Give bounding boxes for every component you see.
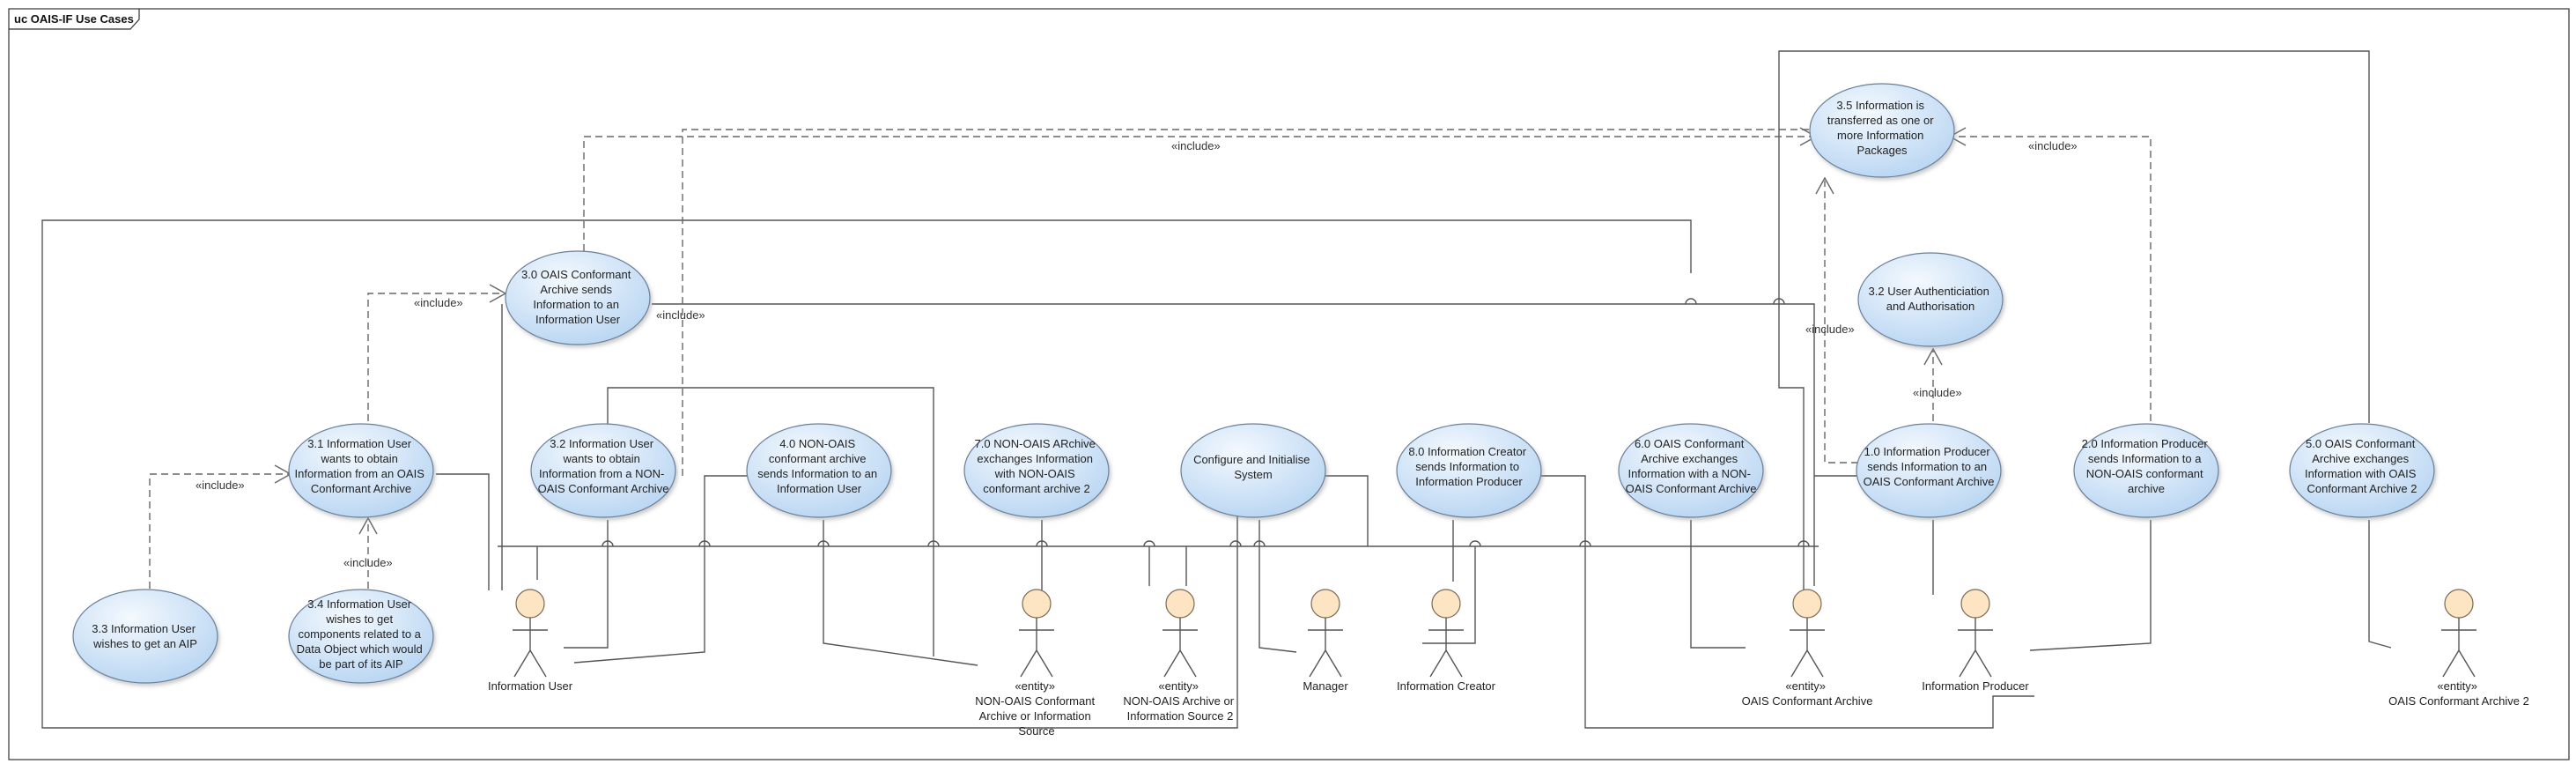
use-case-8-0[interactable]: 8.0 Information Creator sends Informatio… (1396, 423, 1542, 518)
include-label-3-3: «include» (196, 478, 245, 492)
actor-manager[interactable]: Manager (1303, 589, 1348, 693)
use-case-3-2-label: 3.2 Information User wants to obtain Inf… (538, 437, 669, 495)
actor-information-creator[interactable]: Information Creator (1397, 589, 1496, 693)
use-case-3-0[interactable]: 3.0 OAIS Conformant Archive sends Inform… (505, 250, 651, 345)
use-case-3-3-label: 3.3 Information User wishes to get an AI… (92, 622, 198, 650)
actor-information-creator-name: Information Creator (1397, 679, 1496, 693)
use-case-3-1[interactable]: 3.1 Information User wants to obtain Inf… (288, 423, 434, 518)
use-case-2-0[interactable]: 2.0 Information Producer sends Informati… (2073, 423, 2219, 518)
use-case-1-0-label: 1.0 Information Producer sends Informati… (1864, 445, 1995, 488)
use-case-3-3[interactable]: 3.3 Information User wishes to get an AI… (72, 589, 218, 684)
include-label-2-0: «include» (2028, 139, 2078, 152)
include-label-3-0: «include» (1171, 139, 1221, 152)
actor-oais-archive-2[interactable]: «entity» OAIS Conformant Archive 2 (2388, 589, 2529, 708)
actor-non-oais-archive-2[interactable]: «entity» NON-OAIS Archive or Information… (1123, 589, 1236, 723)
use-case-4-0-label: 4.0 NON-OAIS conformant archive sends In… (757, 437, 880, 495)
actor-oais-archive-name: «entity» OAIS Conformant Archive (1742, 679, 1873, 708)
use-case-3-1-label: 3.1 Information User wants to obtain Inf… (294, 437, 427, 495)
use-case-5-0[interactable]: 5.0 OAIS Conformant Archive exchanges In… (2289, 423, 2435, 518)
use-case-5-0-label: 5.0 OAIS Conformant Archive exchanges In… (2305, 437, 2419, 495)
actor-manager-name: Manager (1303, 679, 1348, 693)
frame-title: uc OAIS-IF Use Cases (14, 12, 134, 26)
use-case-3-4-label: 3.4 Information User wishes to get compo… (297, 597, 426, 671)
include-dependencies: «include» «include» «include» «include» … (149, 127, 2152, 589)
actor-information-producer[interactable]: Information Producer (1922, 589, 2029, 693)
diagram-frame: uc OAIS-IF Use Cases (8, 8, 2570, 760)
actor-information-user-name: Information User (488, 679, 573, 693)
use-case-3-4[interactable]: 3.4 Information User wishes to get compo… (288, 589, 434, 684)
actor-non-oais-archive-2-name: «entity» NON-OAIS Archive or Information… (1123, 679, 1236, 723)
use-case-3-5[interactable]: 3.5 Information is transferred as one or… (1809, 83, 1955, 178)
use-case-6-0[interactable]: 6.0 OAIS Conformant Archive exchanges In… (1618, 423, 1764, 518)
use-case-3-2-authentication[interactable]: 3.2 User Authenticiation and Authorisati… (1857, 252, 2004, 347)
use-case-3-2[interactable]: 3.2 Information User wants to obtain Inf… (530, 423, 676, 518)
use-case-3-2-authentication-label: 3.2 User Authenticiation and Authorisati… (1869, 285, 1993, 313)
actor-non-oais-archive-name: «entity» NON-OAIS Conformant Archive or … (975, 679, 1097, 738)
use-case-1-0[interactable]: 1.0 Information Producer sends Informati… (1856, 423, 2002, 518)
use-case-2-0-label: 2.0 Information Producer sends Informati… (2082, 437, 2211, 495)
include-label-3-1: «include» (414, 296, 463, 309)
actor-information-producer-name: Information Producer (1922, 679, 2029, 693)
use-case-6-0-label: 6.0 OAIS Conformant Archive exchanges In… (1626, 437, 1757, 495)
use-case-3-0-label: 3.0 OAIS Conformant Archive sends Inform… (521, 268, 634, 326)
include-label-auth: «include» (1913, 386, 1962, 399)
use-case-8-0-label: 8.0 Information Creator sends Informatio… (1408, 445, 1529, 488)
use-case-7-0-label: 7.0 NON-OAIS ARchive exchanges Informati… (975, 437, 1099, 495)
actor-non-oais-archive[interactable]: «entity» NON-OAIS Conformant Archive or … (975, 589, 1097, 738)
use-case-7-0[interactable]: 7.0 NON-OAIS ARchive exchanges Informati… (963, 423, 1110, 518)
actor-information-user[interactable]: Information User (488, 589, 573, 693)
association-lines (41, 50, 2392, 729)
use-case-configure-system[interactable]: Configure and Initialise System (1180, 423, 1326, 518)
include-label-3-4: «include» (343, 556, 393, 569)
include-label-1-0: «include» (1805, 323, 1855, 336)
use-case-configure-system-label: Configure and Initialise System (1193, 453, 1313, 481)
use-case-4-0[interactable]: 4.0 NON-OAIS conformant archive sends In… (746, 423, 892, 518)
actor-oais-archive[interactable]: «entity» OAIS Conformant Archive (1742, 589, 1873, 708)
use-case-3-5-label: 3.5 Information is transferred as one or… (1827, 99, 1937, 157)
include-label-3-2: «include» (656, 308, 705, 322)
actor-oais-archive-2-name: «entity» OAIS Conformant Archive 2 (2388, 679, 2529, 708)
